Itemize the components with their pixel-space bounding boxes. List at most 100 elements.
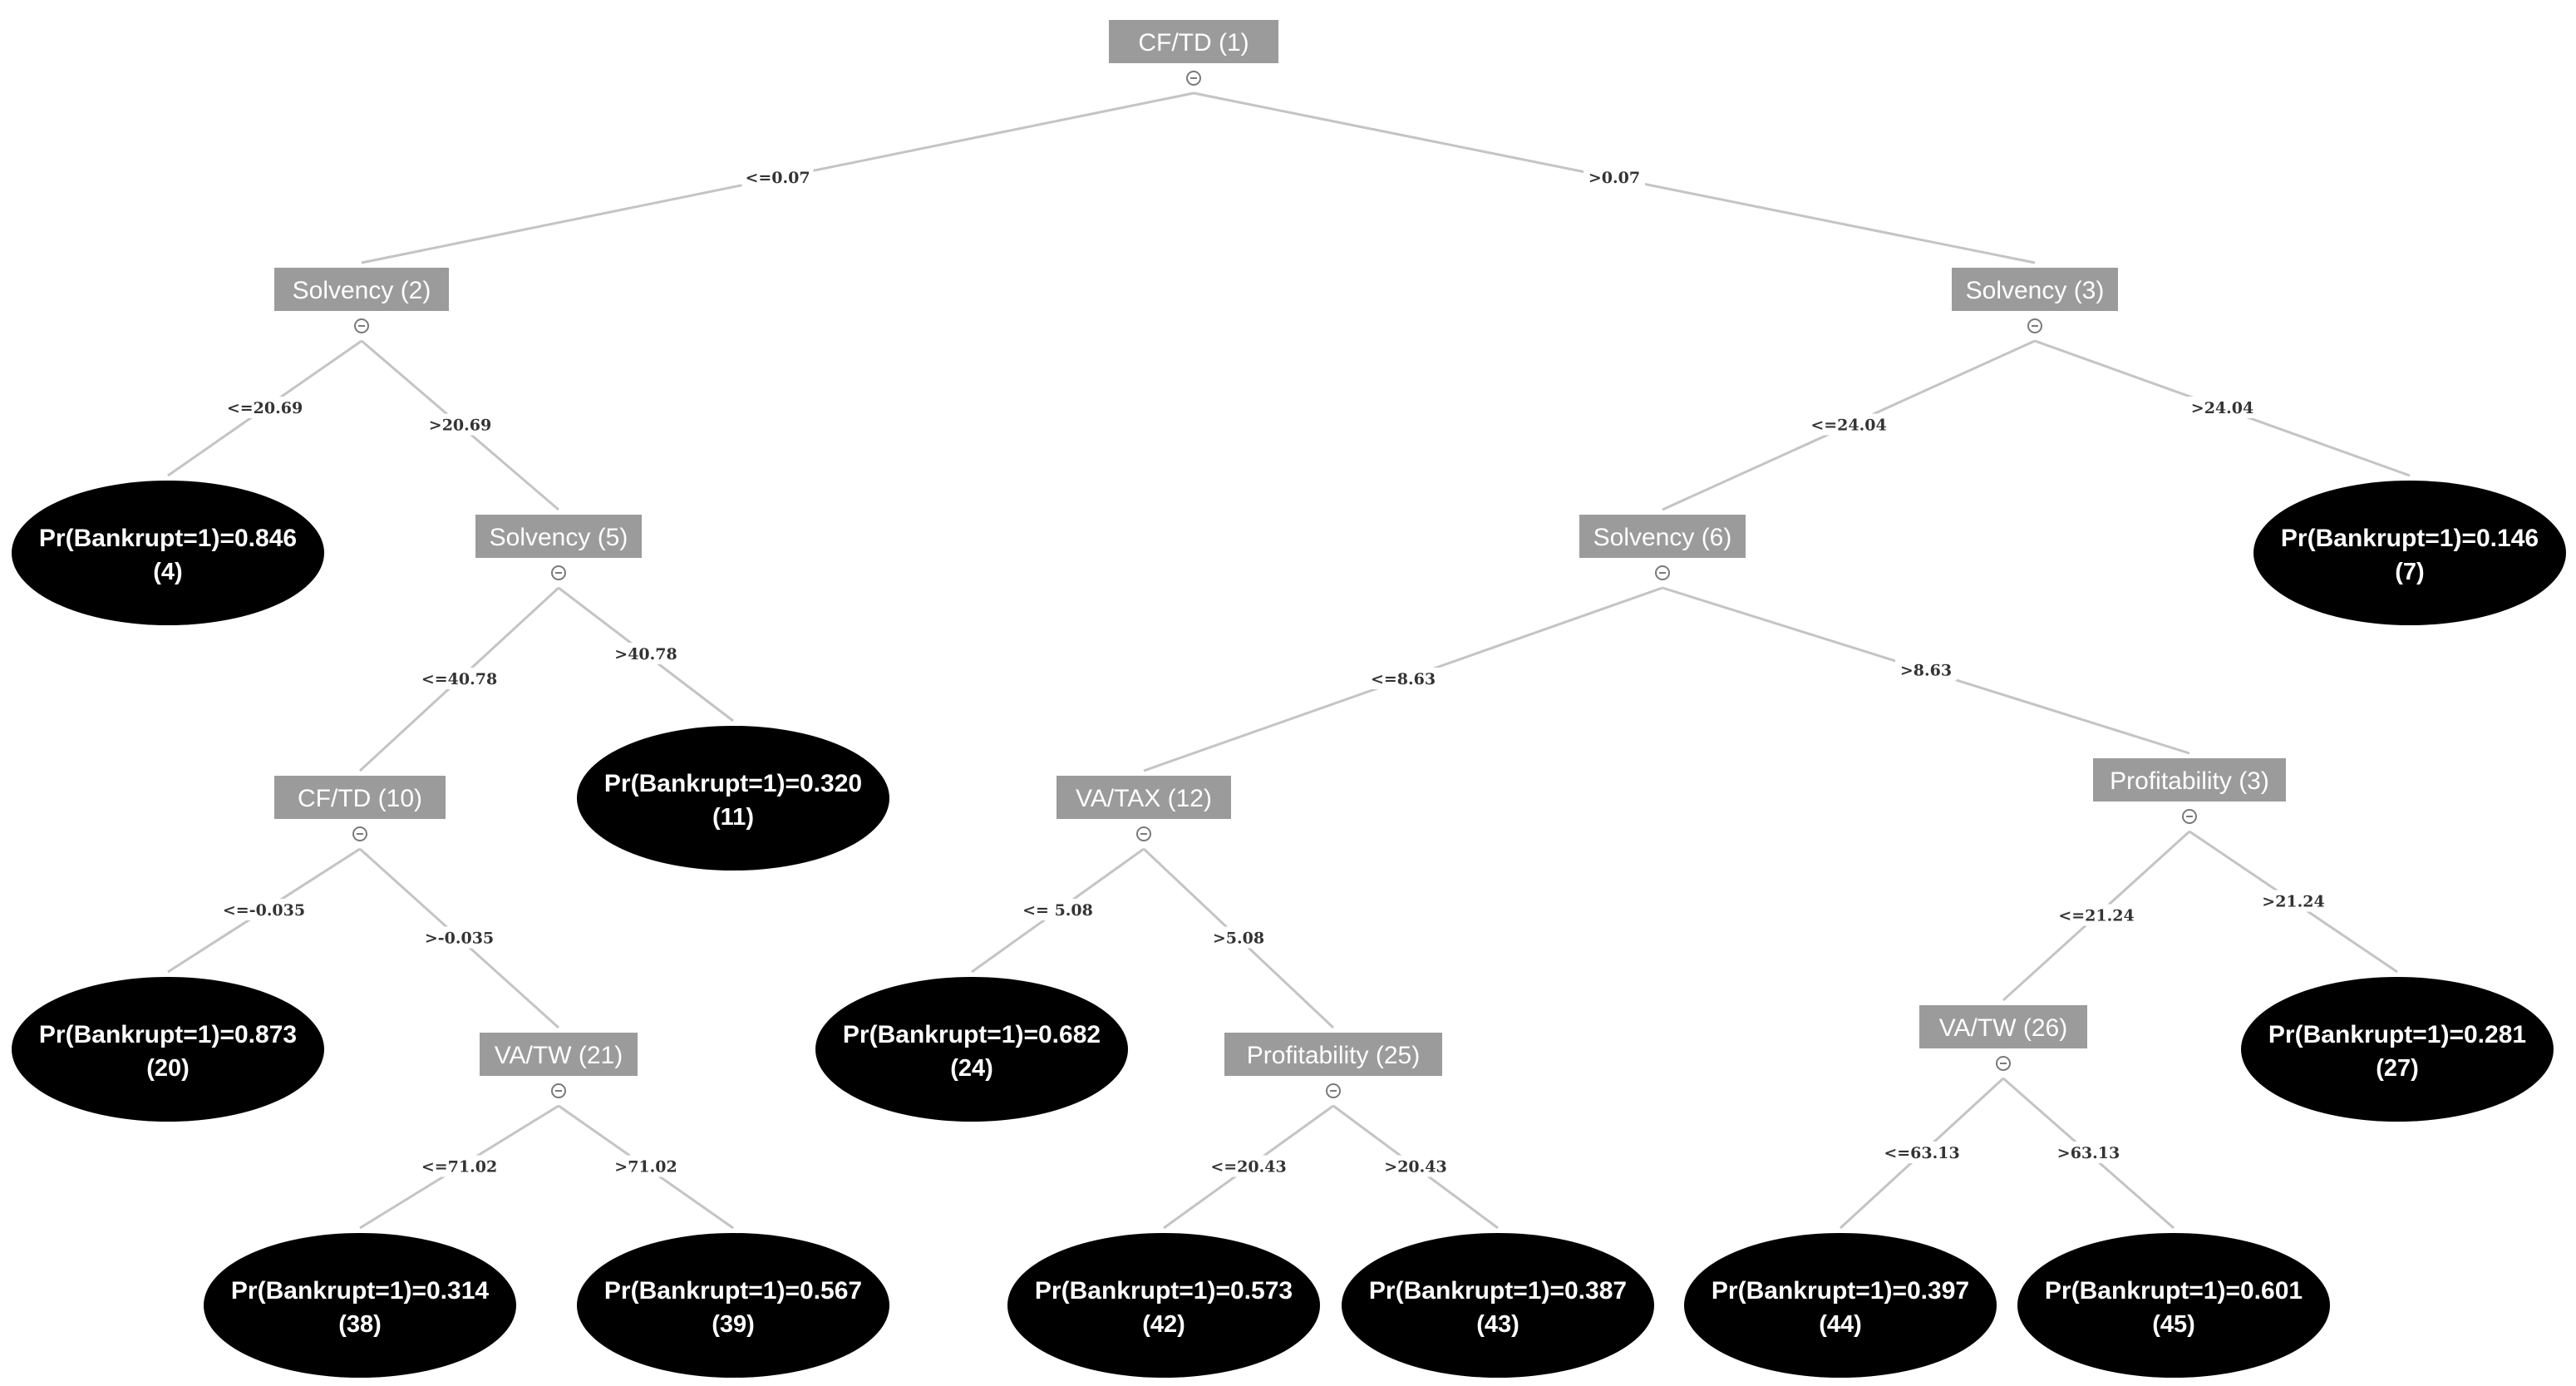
edge-label-background [1208,1155,1289,1177]
edge-label-n2-l4: <=20.69 [227,399,303,417]
leaf-node-ellipse [12,481,324,625]
edge-label-p3-l27: >21.24 [2262,893,2324,911]
collapse-toggle-icon[interactable] [2027,318,2042,333]
edge-label-n5-n10: <=40.78 [421,670,497,688]
leaf-node-ellipse [577,726,889,871]
leaf-node-ellipse [1007,1233,1320,1378]
leaf-node-id: (39) [712,1311,755,1338]
split-node-profitability-25: Profitability (25) [1224,1033,1442,1098]
leaf-node-38: Pr(Bankrupt=1)=0.314 (38) [204,1233,516,1378]
edge-label-background [741,166,814,188]
leaf-node-probability: Pr(Bankrupt=1)=0.397 [1712,1277,1969,1305]
leaf-node-ellipse [815,977,1128,1122]
edge-label-n6-p3: >8.63 [1900,662,1952,680]
edge-label-background [2056,904,2137,926]
split-node-label: CF/TD (1) [1138,29,1249,57]
leaf-node-ellipse [577,1233,889,1378]
edge-label-background [2186,397,2258,418]
leaf-node-probability: Pr(Bankrupt=1)=0.601 [2045,1277,2303,1305]
leaf-node-ellipse [12,977,324,1122]
edge-label-background [418,668,500,689]
collapse-toggle-icon[interactable] [1136,826,1151,841]
leaf-node-id: (27) [2376,1055,2419,1082]
leaf-node-ellipse [1342,1233,1654,1378]
edge-label-background [1895,658,1957,681]
edge-label-n3-n6: <=24.04 [1810,417,1886,435]
leaf-node-44: Pr(Bankrupt=1)=0.397 (44) [1684,1233,1997,1378]
edge-label-n1-n2: <=0.07 [745,169,810,187]
edge-label-background [2258,890,2329,912]
collapse-toggle-icon[interactable] [1996,1056,2011,1071]
collapse-toggle-icon[interactable] [1186,71,1201,86]
edge-label-n12-l24: <= 5.08 [1022,901,1093,920]
leaf-node-ellipse [2241,977,2554,1122]
split-node-va-tw-21: VA/TW (21) [480,1033,638,1098]
edge-label-n21-l38: <=71.02 [421,1158,497,1176]
split-node-box [475,515,642,558]
edge-label-n6-n12: <=8.63 [1371,670,1436,688]
edge-label-n3-l7: >24.04 [2191,399,2253,417]
edge-label-n25-l43: >20.43 [1384,1158,1446,1176]
leaf-node-43: Pr(Bankrupt=1)=0.387 (43) [1342,1233,1654,1378]
leaf-node-probability: Pr(Bankrupt=1)=0.387 [1369,1277,1627,1305]
edge-label-background [610,1155,682,1177]
leaf-node-4: Pr(Bankrupt=1)=0.846 (4) [12,481,324,625]
edge-label-n1-n3: >0.07 [1588,169,1640,187]
collapse-toggle-icon[interactable] [352,826,367,841]
edge-label-background [218,899,310,920]
split-node-box [480,1033,638,1076]
leaf-node-probability: Pr(Bankrupt=1)=0.314 [231,1277,489,1305]
split-node-box [1057,776,1231,819]
leaf-node-id: (38) [338,1311,382,1338]
split-node-label: Solvency (3) [1966,277,2105,304]
split-node-cf-td-1: CF/TD (1) [1109,20,1278,86]
split-node-label: Solvency (5) [490,524,628,551]
edge-label-background [1808,413,1889,436]
edge-label-n21-l39: >71.02 [614,1158,677,1176]
split-node-box [1952,268,2118,311]
leaf-node-42: Pr(Bankrupt=1)=0.573 (42) [1007,1233,1320,1378]
edge-label-n10-l20: <=-0.035 [223,901,305,920]
leaf-node-39: Pr(Bankrupt=1)=0.567(39) [577,1233,889,1378]
edges-layer: <=0.07>0.07<=20.69>20.69<=24.04>24.04<=4… [167,91,2411,1230]
split-node-solvency-5: Solvency (5) [475,515,642,580]
leaf-node-id: (43) [1476,1311,1519,1338]
split-node-label: Solvency (2) [293,277,431,304]
split-node-solvency-3: Solvency (3) [1952,268,2118,333]
split-node-box [1919,1005,2087,1048]
leaf-node-id: (42) [1142,1311,1185,1338]
collapse-toggle-icon[interactable] [354,318,369,333]
split-node-box [274,268,449,311]
edge-label-background [1367,668,1439,689]
collapse-toggle-icon[interactable] [551,1083,566,1098]
split-node-box [1109,20,1278,63]
leaf-node-id: (45) [2152,1311,2195,1338]
split-node-cf-td-10: CF/TD (10) [274,776,446,841]
split-node-box [1579,515,1746,558]
edge-label-background [418,926,500,949]
split-node-label: Solvency (6) [1593,524,1732,551]
edge-label-n12-n25: >5.08 [1213,930,1264,948]
leaf-node-probability: Pr(Bankrupt=1)=0.573 [1035,1277,1293,1305]
leaf-node-id: (44) [1819,1311,1862,1338]
split-node-label: Profitability (25) [1247,1042,1420,1069]
collapse-toggle-icon[interactable] [1326,1083,1341,1098]
edge-label-background [610,643,682,664]
edge-label-background [1584,166,1645,188]
collapse-toggle-icon[interactable] [2182,809,2197,824]
collapse-toggle-icon[interactable] [551,565,566,580]
leaf-node-7: Pr(Bankrupt=1)=0.146(7) [2253,481,2566,625]
leaf-node-probability: Pr(Bankrupt=1)=0.846 [39,525,297,552]
split-node-label: Profitability (3) [2110,767,2269,795]
split-node-box [274,776,446,819]
edge-label-n10-n21: >-0.035 [425,930,494,948]
leaf-node-probability: Pr(Bankrupt=1)=0.682 [843,1021,1101,1048]
edge-label-p3-n26: <=21.24 [2058,907,2134,925]
collapse-toggle-icon[interactable] [1655,565,1670,580]
leaf-node-id: (4) [153,559,182,585]
leaf-node-24: Pr(Bankrupt=1)=0.682(24) [815,977,1128,1122]
edge-label-n26-l45: >63.13 [2057,1144,2120,1162]
split-node-label: CF/TD (10) [298,785,422,812]
leaf-node-probability: Pr(Bankrupt=1)=0.873 [39,1021,297,1048]
